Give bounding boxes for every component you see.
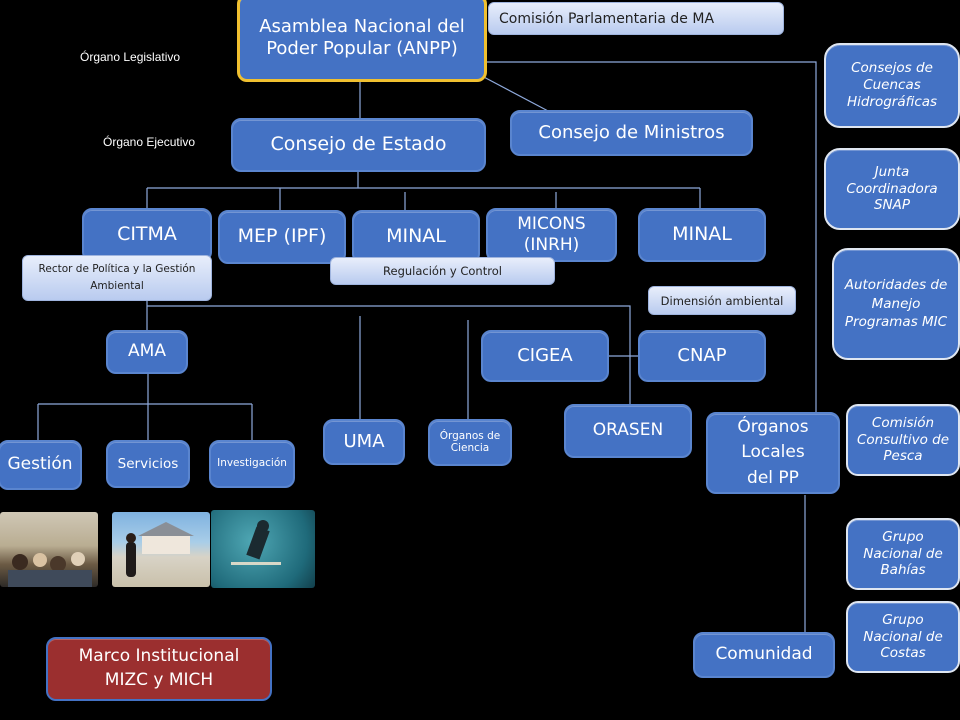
citma-agencies-bus xyxy=(147,305,631,410)
consejo-ministros-node[interactable]: Consejo de Ministros xyxy=(510,110,753,156)
ministry-micons[interactable]: MICONS (INRH) xyxy=(486,208,617,262)
fieldwork-photo-scene xyxy=(126,522,194,577)
servicios-node[interactable]: Servicios xyxy=(106,440,190,488)
uma-node[interactable]: UMA xyxy=(323,419,405,465)
side-grupo-bahias[interactable]: Grupo Nacional de Bahías xyxy=(846,518,960,590)
ministries-drops xyxy=(146,188,701,210)
uma-label: UMA xyxy=(343,430,385,452)
organos-locales-node[interactable]: Órganos Locales del PP xyxy=(706,412,840,494)
organo-ejecutivo-label: Órgano Ejecutivo xyxy=(103,135,196,149)
side-body-label: Consejos de Cuencas Hidrográficas xyxy=(846,60,938,110)
diver-photo xyxy=(211,510,315,588)
rector-label: Rector de Política y la Gestión Ambienta… xyxy=(38,263,196,292)
side-body-label: Junta Coordinadora SNAP xyxy=(846,163,938,214)
ministry-minal-1[interactable]: MINAL xyxy=(352,210,480,264)
ama-children-drops xyxy=(37,404,253,440)
ministry-minal-2[interactable]: MINAL xyxy=(638,208,766,262)
dimension-ambiental-note[interactable]: Dimensión ambiental xyxy=(648,286,796,315)
ministry-label: MINAL xyxy=(386,225,446,248)
consejo-estado-node[interactable]: Consejo de Estado xyxy=(231,118,486,172)
organo-legislativo-label: Órgano Legislativo xyxy=(80,50,181,64)
side-body-label: Autoridades de Manejo Programas MIC xyxy=(844,276,948,331)
ministry-citma[interactable]: CITMA xyxy=(82,208,212,262)
consejo-estado-label: Consejo de Estado xyxy=(270,133,447,156)
anpp-node[interactable]: Asamblea Nacional del Poder Popular (ANP… xyxy=(237,0,487,82)
gestion-label: Gestión xyxy=(7,454,73,475)
side-autoridades-manejo[interactable]: Autoridades de Manejo Programas MIC xyxy=(832,248,960,360)
fieldwork-photo xyxy=(112,512,210,587)
marco-label: Marco Institucional MIZC y MICH xyxy=(78,646,240,690)
comunidad-label: Comunidad xyxy=(715,644,813,665)
cnap-label: CNAP xyxy=(677,344,727,366)
servicios-label: Servicios xyxy=(117,455,179,472)
ama-label: AMA xyxy=(128,341,166,362)
side-grupo-costas[interactable]: Grupo Nacional de Costas xyxy=(846,601,960,673)
diver-photo-scene xyxy=(231,520,281,565)
anpp-locales-link xyxy=(487,61,817,415)
cnap-node[interactable]: CNAP xyxy=(638,330,766,382)
anpp-ministros-link xyxy=(479,74,551,113)
ministry-label: CITMA xyxy=(117,223,177,246)
marco-institucional-node[interactable]: Marco Institucional MIZC y MICH xyxy=(46,637,272,701)
organos-ciencia-node[interactable]: Órganos de Ciencia xyxy=(428,419,512,466)
regulacion-label: Regulación y Control xyxy=(383,264,502,278)
dimension-label: Dimensión ambiental xyxy=(660,293,784,308)
ministry-label: MICONS (INRH) xyxy=(517,213,586,255)
comision-parlamentaria-note[interactable]: Comisión Parlamentaria de MA xyxy=(488,2,784,35)
side-body-label: Grupo Nacional de Costas xyxy=(863,611,943,662)
orasen-label: ORASEN xyxy=(592,420,664,441)
investigacion-node[interactable]: Investigación xyxy=(209,440,295,488)
anpp-label: Asamblea Nacional del Poder Popular (ANP… xyxy=(259,15,465,60)
cigea-node[interactable]: CIGEA xyxy=(481,330,609,382)
orasen-node[interactable]: ORASEN xyxy=(564,404,692,458)
side-comision-pesca[interactable]: Comisión Consultivo de Pesca xyxy=(846,404,960,476)
consejo-ministros-label: Consejo de Ministros xyxy=(538,121,725,143)
meeting-photo xyxy=(0,512,98,587)
investigacion-label: Investigación xyxy=(217,457,287,470)
organos-locales-label: Órganos Locales del PP xyxy=(737,416,809,488)
side-body-label: Comisión Consultivo de Pesca xyxy=(856,414,950,465)
ministry-mep[interactable]: MEP (IPF) xyxy=(218,210,346,264)
ministry-label: MEP (IPF) xyxy=(237,225,327,248)
regulacion-note[interactable]: Regulación y Control xyxy=(330,257,555,285)
gestion-node[interactable]: Gestión xyxy=(0,440,82,490)
meeting-photo-figures xyxy=(8,552,92,587)
side-junta-snap[interactable]: Junta Coordinadora SNAP xyxy=(824,148,960,230)
side-consejos-cuencas[interactable]: Consejos de Cuencas Hidrográficas xyxy=(824,43,960,128)
cigea-label: CIGEA xyxy=(517,344,573,366)
comision-parlamentaria-label: Comisión Parlamentaria de MA xyxy=(499,10,715,27)
side-body-label: Grupo Nacional de Bahías xyxy=(863,528,943,579)
organos-ciencia-label: Órganos de Ciencia xyxy=(439,429,501,454)
ministry-label: MINAL xyxy=(672,223,732,246)
rector-note[interactable]: Rector de Política y la Gestión Ambienta… xyxy=(22,255,212,301)
comunidad-node[interactable]: Comunidad xyxy=(693,632,835,678)
ama-node[interactable]: AMA xyxy=(106,330,188,374)
